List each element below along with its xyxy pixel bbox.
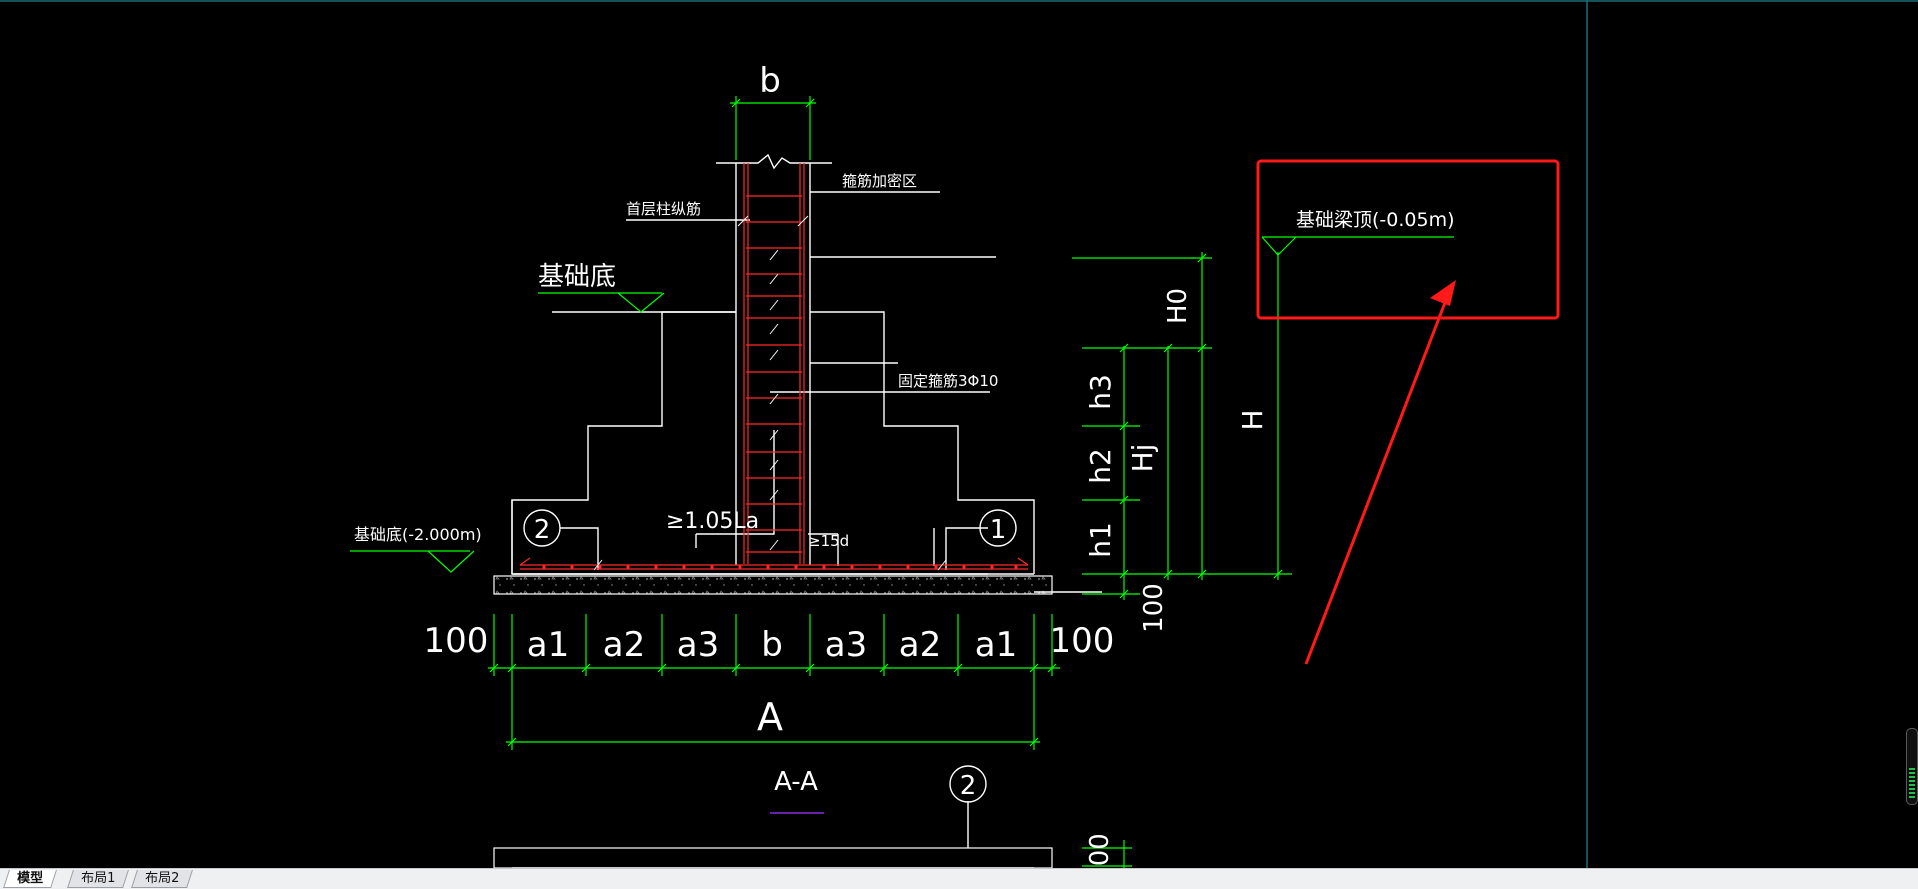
label-b-top: b [759, 61, 781, 101]
rebar-dots [542, 565, 1018, 569]
tab-layout-2-label: 布局2 [145, 871, 180, 886]
dim-a3-left: a3 [677, 625, 719, 665]
tab-layout-2[interactable]: 布局2 [131, 870, 194, 888]
column-ticks [593, 215, 947, 571]
tab-model[interactable]: 模型 [3, 870, 57, 888]
dim-h3: h3 [1084, 374, 1117, 410]
section-markers [523, 509, 1017, 803]
highlight-box [1256, 159, 1560, 320]
dimension-lines [350, 96, 1454, 868]
label-stirrup-zone: 箍筋加密区 [842, 172, 917, 190]
dim-a2-left: a2 [603, 625, 645, 665]
dim-hj: Hj [1126, 444, 1159, 473]
tab-model-label: 模型 [17, 871, 44, 886]
label-beam-top: 基础梁顶(-0.05m) [1296, 209, 1455, 231]
annotation-arrow [1304, 280, 1456, 665]
dim-100-left: 100 [424, 621, 489, 661]
label-foundation-bottom: 基础底 [538, 262, 616, 292]
marker-2-bottom-label: 2 [960, 771, 977, 801]
dim-b-bottom: b [761, 625, 783, 665]
layout-tab-bar: 模型 布局1 布局2 [0, 868, 1918, 889]
dim-100-vertical: 100 [1139, 583, 1169, 633]
label-hook-length: ≥15d [808, 532, 849, 550]
dim-a-total: A [757, 695, 783, 739]
dim-a1-left: a1 [527, 625, 569, 665]
tab-layout-1-label: 布局1 [81, 871, 116, 886]
scroll-indicator-icon [1909, 768, 1915, 800]
cad-viewport[interactable]: b 箍筋加密区 首层柱纵筋 基础底 固定箍筋3Φ10 基础梁顶(-0.05m) … [0, 0, 1918, 868]
label-anchor-length: ≥1.05La [666, 509, 759, 534]
dim-h: H [1236, 409, 1269, 430]
marker-1-label: 1 [990, 515, 1007, 545]
dim-100-bottom: 100 [1085, 833, 1115, 868]
dim-a3-right: a3 [825, 625, 867, 665]
label-foundation-bottom-level: 基础底(-2.000m) [354, 525, 482, 544]
marker-2-label: 2 [534, 515, 551, 545]
cad-drawing[interactable]: b 箍筋加密区 首层柱纵筋 基础底 固定箍筋3Φ10 基础梁顶(-0.05m) … [0, 0, 1918, 868]
tab-layout-1[interactable]: 布局1 [67, 870, 130, 888]
foundation-outline [493, 153, 1102, 868]
label-fixing-stirrups: 固定箍筋3Φ10 [898, 372, 998, 390]
section-title: A-A [774, 767, 818, 797]
dim-h2: h2 [1084, 448, 1117, 484]
label-first-floor-bars: 首层柱纵筋 [626, 200, 701, 218]
dim-h0: H0 [1163, 288, 1193, 324]
scrollbar-thumb[interactable] [1906, 728, 1918, 805]
dim-100-right: 100 [1050, 621, 1115, 661]
dim-h1: h1 [1084, 522, 1117, 558]
column-rebar [519, 163, 1029, 570]
dim-a1-right: a1 [975, 625, 1017, 665]
dim-a2-right: a2 [899, 625, 941, 665]
